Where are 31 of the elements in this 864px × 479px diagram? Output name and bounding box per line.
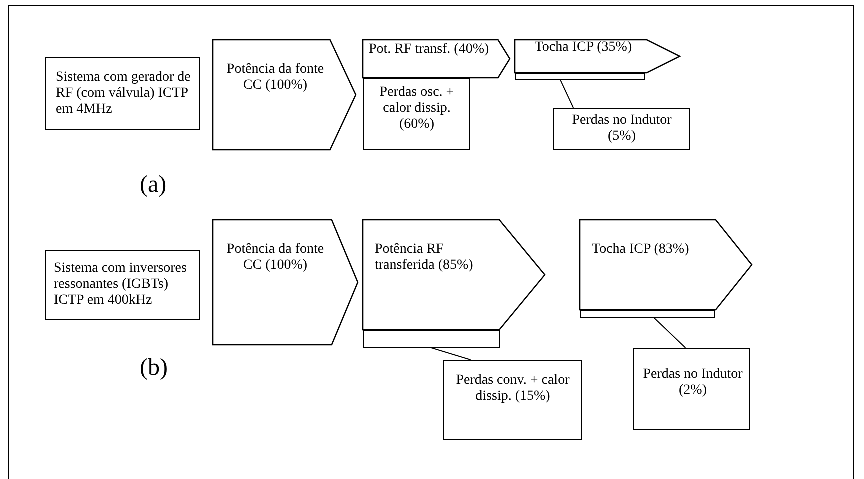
arrow-shape [363, 220, 545, 330]
loss-bar [515, 73, 645, 80]
text-box [45, 250, 200, 320]
node-text: Sistema com inversores ressonantes (IGBTs) ICTP em 400kHz [54, 261, 188, 309]
node-text: Potência RF transferida (85%) [375, 242, 474, 274]
leader-line [560, 80, 574, 108]
node-text: Tocha ICP (35%) [534, 40, 634, 56]
arrow-shape [580, 220, 752, 310]
node-text: Sistema com gerador de RF (com válvula) ICTP em 4MHz [56, 70, 192, 118]
node-text: Potência da fonte CC (100%) [226, 242, 326, 274]
leader-line [654, 318, 686, 348]
node-text: Perdas no Indutor (2%) [642, 367, 744, 399]
loss-bar [363, 330, 500, 348]
node-text: Tocha ICP (83%) [592, 242, 690, 258]
text-box [443, 360, 582, 440]
arrow-shape [213, 220, 358, 345]
text-box [45, 57, 200, 130]
node-text: Pot. RF transf. (40%) [369, 42, 490, 58]
loss-bar [580, 310, 715, 318]
node-text: Perdas conv. + calor dissip. (15%) [455, 373, 571, 405]
node-text: Perdas no Indutor (5%) [571, 113, 673, 145]
panel-label: (a) [140, 172, 167, 199]
text-box [633, 348, 750, 430]
panel-label: (b) [140, 355, 168, 382]
node-text: Potência da fonte CC (100%) [226, 62, 326, 94]
arrow-shape [213, 40, 356, 150]
arrow-shape [363, 40, 510, 78]
text-box [363, 78, 470, 150]
arrow-shape [515, 40, 680, 73]
node-text: Perdas osc. + calor dissip. (60%) [378, 85, 456, 133]
text-box [553, 108, 690, 150]
